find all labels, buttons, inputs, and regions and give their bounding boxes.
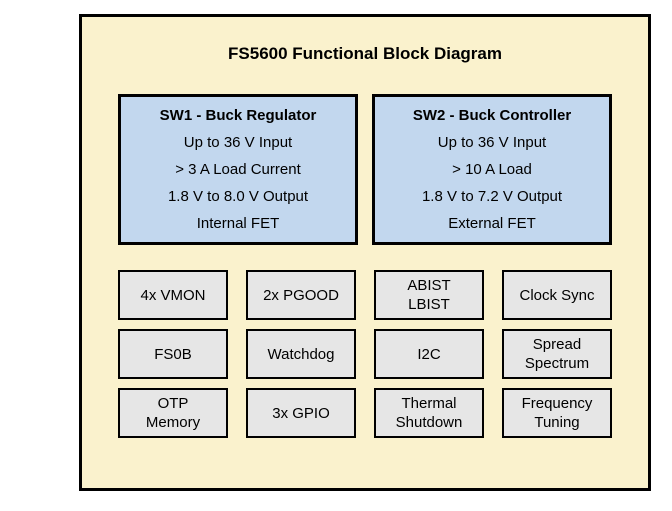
block-fs0b: FS0B — [118, 329, 228, 379]
sw1-spec-line: > 3 A Load Current — [175, 161, 301, 178]
sw1-spec-line: 1.8 V to 8.0 V Output — [167, 188, 309, 205]
block-spread-spectrum: Spread Spectrum — [502, 329, 612, 379]
sw2-spec-line: External FET — [448, 215, 536, 232]
block-4x-vmon: 4x VMON — [118, 270, 228, 320]
sw1-spec-line: Internal FET — [196, 215, 280, 232]
sw1-spec-line: Up to 36 V Input — [183, 134, 293, 151]
sw1-block-title: SW1 - Buck Regulator — [159, 107, 317, 124]
block-frequency-tuning: Frequency Tuning — [502, 388, 612, 438]
sw2-spec-line: > 10 A Load — [452, 161, 532, 178]
sw2-spec-line: 1.8 V to 7.2 V Output — [421, 188, 563, 205]
block-clock-sync: Clock Sync — [502, 270, 612, 320]
block-diagram-panel: FS5600 Functional Block Diagram SW1 - Bu… — [79, 14, 651, 491]
block-abist-lbist: ABIST LBIST — [374, 270, 484, 320]
block-2x-pgood: 2x PGOOD — [246, 270, 356, 320]
block-thermal-shutdown: Thermal Shutdown — [374, 388, 484, 438]
sw2-block-title: SW2 - Buck Controller — [412, 107, 572, 124]
sw1-buck-regulator-block: SW1 - Buck Regulator Up to 36 V Input > … — [118, 94, 358, 245]
block-otp-memory: OTP Memory — [118, 388, 228, 438]
diagram-title: FS5600 Functional Block Diagram — [228, 44, 502, 63]
sw2-buck-controller-block: SW2 - Buck Controller Up to 36 V Input >… — [372, 94, 612, 245]
block-3x-gpio: 3x GPIO — [246, 388, 356, 438]
feature-grid: 4x VMON 2x PGOOD ABIST LBIST Clock Sync … — [118, 270, 612, 438]
block-i2c: I2C — [374, 329, 484, 379]
sw2-spec-line: Up to 36 V Input — [437, 134, 547, 151]
block-watchdog: Watchdog — [246, 329, 356, 379]
sw-blocks-row: SW1 - Buck Regulator Up to 36 V Input > … — [82, 94, 648, 245]
